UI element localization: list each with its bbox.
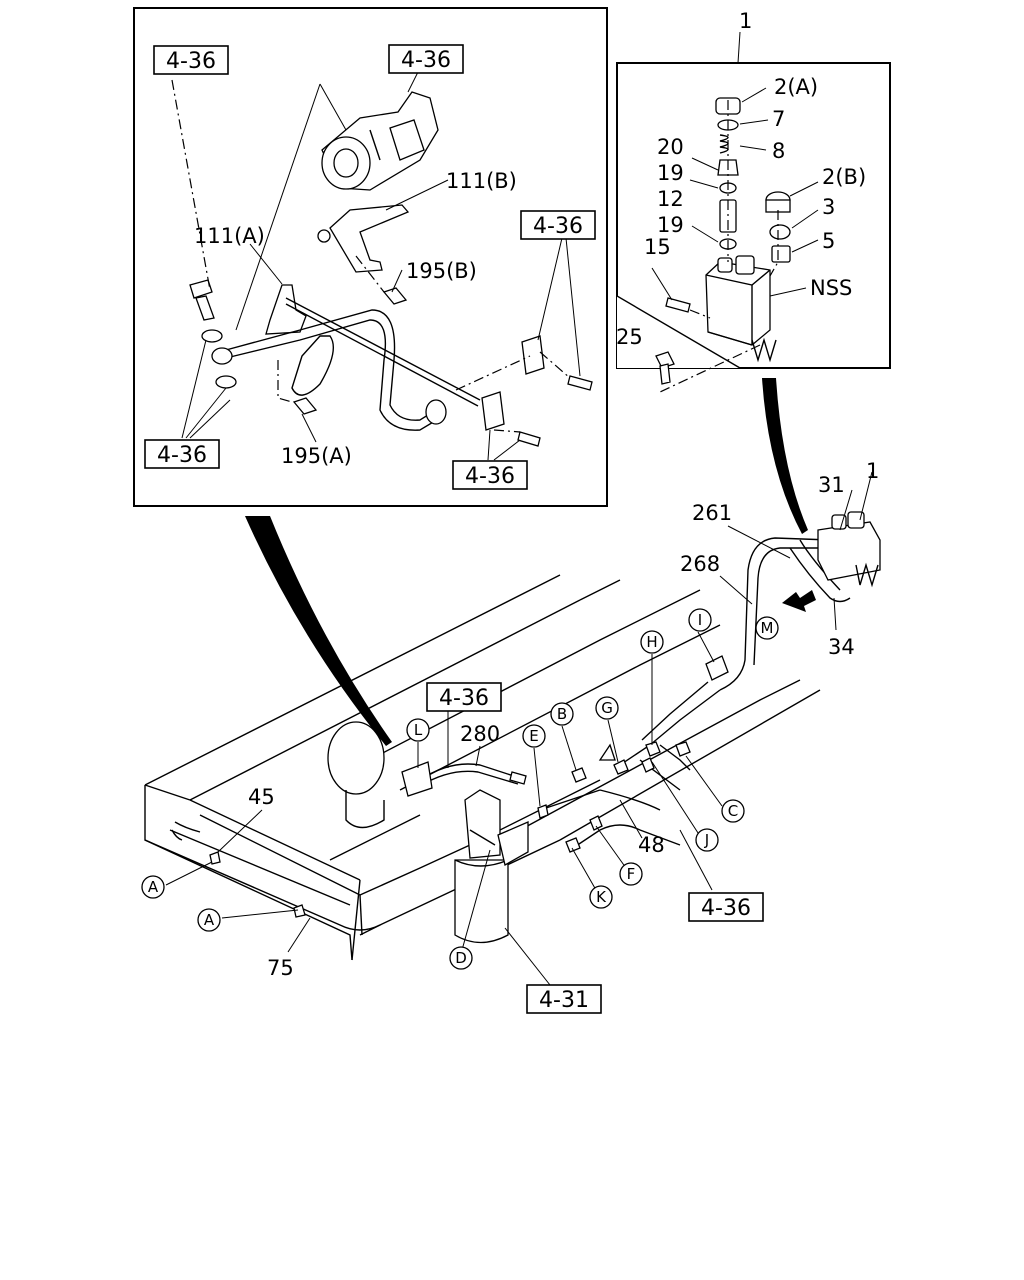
label-48: 48 [638, 833, 665, 857]
inset-right-drawing [651, 31, 819, 393]
callout-A-2: A [197, 908, 221, 932]
label-111b: 111(B) [446, 169, 517, 193]
label-15: 15 [644, 235, 671, 259]
svg-text:B: B [557, 705, 567, 723]
label-7: 7 [772, 107, 785, 131]
ref-box-4-36-d[interactable]: 4-36 [144, 439, 220, 469]
steering-gear [454, 789, 529, 944]
chassis-frame [144, 574, 821, 961]
svg-text:C: C [728, 802, 738, 820]
svg-text:A: A [204, 911, 215, 929]
svg-text:4-31: 4-31 [539, 988, 589, 1013]
ref-box-4-36-a[interactable]: 4-36 [153, 45, 229, 75]
callout-C: C [721, 799, 745, 823]
svg-text:4-36: 4-36 [533, 214, 583, 239]
label-12: 12 [657, 187, 684, 211]
svg-text:4-36: 4-36 [439, 686, 489, 711]
callout-G: G [595, 696, 619, 720]
label-34: 34 [828, 635, 855, 659]
label-45: 45 [248, 785, 275, 809]
label-20: 20 [657, 135, 684, 159]
inset-left-drawing [171, 71, 593, 461]
svg-text:L: L [414, 721, 423, 739]
svg-text:4-36: 4-36 [157, 443, 207, 468]
label-19b: 19 [657, 213, 684, 237]
label-3: 3 [822, 195, 835, 219]
label-1-main: 1 [866, 459, 879, 483]
callout-A-1: A [141, 875, 165, 899]
svg-text:M: M [761, 619, 774, 637]
ref-box-4-36-e[interactable]: 4-36 [452, 460, 528, 490]
label-261: 261 [692, 501, 732, 525]
label-280: 280 [460, 722, 500, 746]
svg-text:E: E [529, 727, 538, 745]
ref-box-4-31[interactable]: 4-31 [526, 984, 602, 1014]
svg-text:4-36: 4-36 [166, 49, 216, 74]
callout-M: M [755, 616, 779, 640]
label-2a: 2(A) [774, 75, 818, 99]
callout-D: D [449, 946, 473, 970]
callout-H: H [640, 630, 664, 654]
ref-box-4-36-c[interactable]: 4-36 [520, 210, 596, 240]
svg-text:H: H [646, 633, 657, 651]
callout-wedge-right [762, 378, 808, 534]
label-268: 268 [680, 552, 720, 576]
callout-wedge-left [245, 516, 392, 746]
label-31: 31 [818, 473, 845, 497]
ref-box-4-36-f[interactable]: 4-36 [426, 682, 502, 712]
callout-L: L [406, 718, 430, 742]
svg-text:J: J [704, 831, 709, 849]
svg-text:I: I [698, 611, 702, 629]
svg-text:G: G [601, 699, 613, 717]
callout-B: B [550, 702, 574, 726]
svg-text:A: A [148, 878, 159, 896]
label-1-top: 1 [739, 9, 752, 33]
svg-text:4-36: 4-36 [401, 48, 451, 73]
label-19a: 19 [657, 161, 684, 185]
label-25: 25 [616, 325, 643, 349]
label-111a: 111(A) [194, 224, 265, 248]
callout-F: F [619, 862, 643, 886]
label-nss: NSS [810, 276, 852, 300]
svg-text:4-36: 4-36 [465, 464, 515, 489]
svg-text:4-36: 4-36 [701, 896, 751, 921]
label-2b: 2(B) [822, 165, 866, 189]
reservoir-main [817, 511, 881, 588]
label-5: 5 [822, 229, 835, 253]
callout-J: J [695, 828, 719, 852]
callout-E: E [522, 724, 546, 748]
callout-K: K [589, 885, 613, 909]
svg-text:K: K [596, 888, 607, 906]
svg-text:F: F [627, 865, 636, 883]
label-75: 75 [267, 956, 294, 980]
ref-box-4-36-b[interactable]: 4-36 [388, 44, 464, 74]
label-195b: 195(B) [406, 259, 477, 283]
svg-text:D: D [455, 949, 467, 967]
inset-frame-left [133, 7, 608, 507]
callout-I: I [688, 608, 712, 632]
label-8: 8 [772, 139, 785, 163]
clips [209, 655, 729, 918]
cylinder-part [327, 721, 385, 829]
ref-box-4-36-g[interactable]: 4-36 [688, 892, 764, 922]
direction-arrow [782, 590, 816, 612]
label-195a: 195(A) [281, 444, 352, 468]
